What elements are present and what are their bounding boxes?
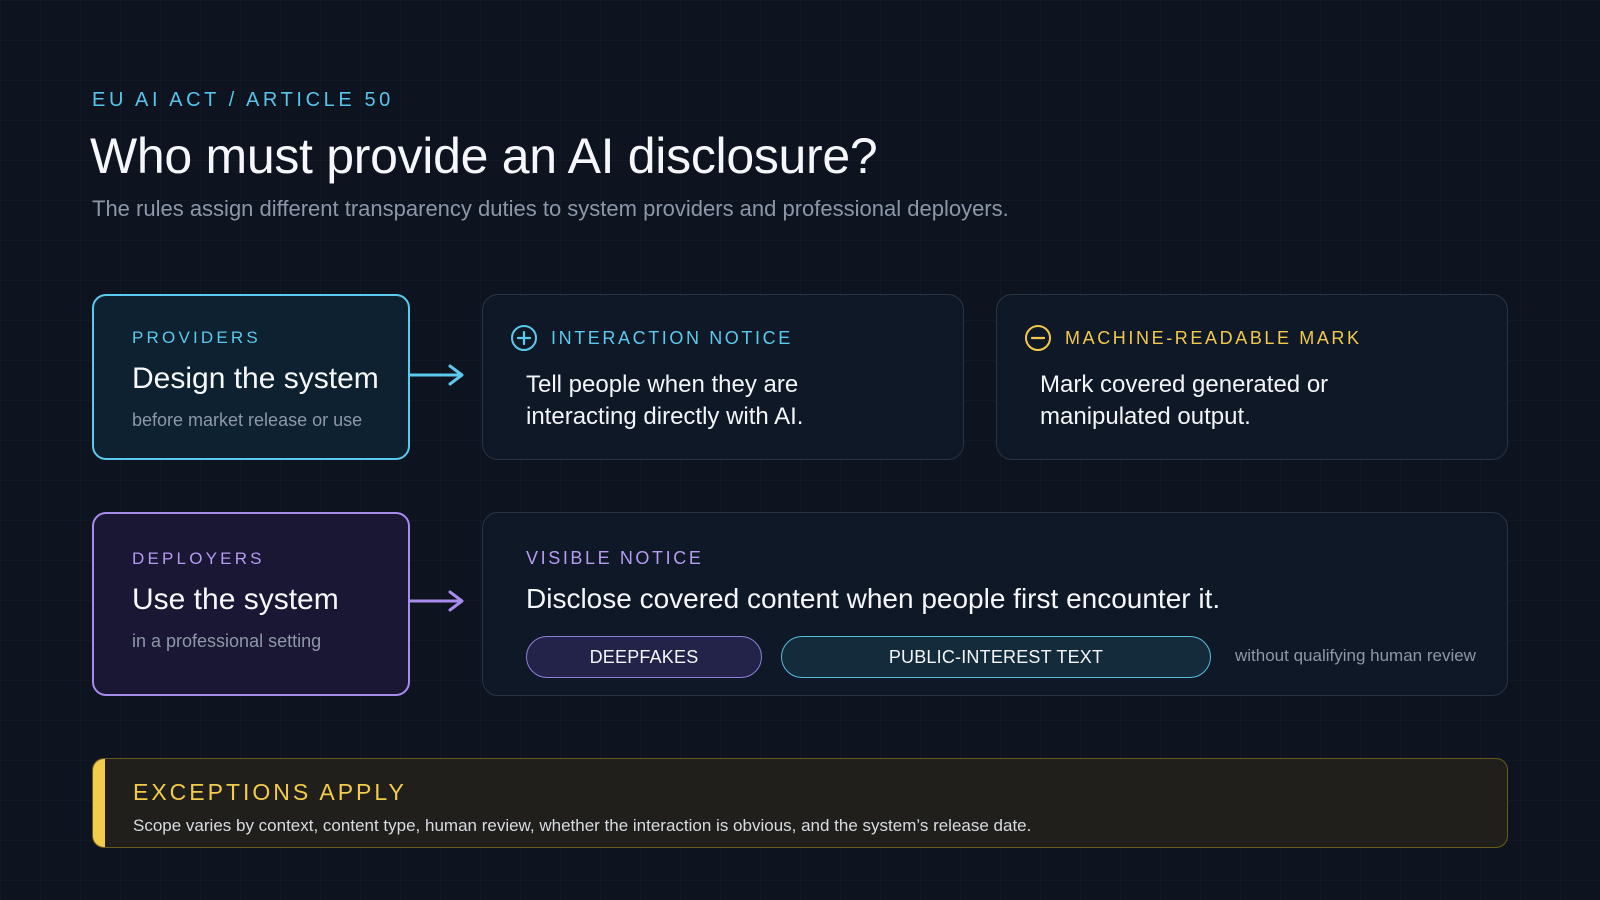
exceptions-body: Scope varies by context, content type, h… [133, 816, 1032, 835]
machine-readable-mark-card: MACHINE-READABLE MARK Mark covered gener… [996, 294, 1508, 460]
plus-circle-icon [511, 325, 537, 351]
deployers-heading: Use the system [132, 583, 339, 616]
page-subtitle: The rules assign different transparency … [92, 196, 1009, 221]
visible-notice-body: Disclose covered content when people fir… [526, 583, 1221, 614]
providers-card: PROVIDERS Design the system before marke… [92, 294, 410, 460]
interaction-notice-card: INTERACTION NOTICE Tell people when they… [482, 294, 964, 460]
exceptions-title: EXCEPTIONS APPLY [133, 779, 407, 805]
visible-notice-card: VISIBLE NOTICE Disclose covered content … [482, 512, 1508, 696]
deployers-kicker: DEPLOYERS [132, 549, 265, 568]
deepfakes-tag: DEEPFAKES [526, 636, 762, 678]
interaction-notice-header: INTERACTION NOTICE [511, 325, 793, 351]
public-interest-text-tag: PUBLIC-INTEREST TEXT [781, 636, 1211, 678]
minus-circle-icon [1025, 325, 1051, 351]
deployers-subtext: in a professional setting [132, 631, 322, 651]
machine-readable-mark-kicker: MACHINE-READABLE MARK [1065, 327, 1362, 348]
interaction-notice-body: Tell people when they are interacting di… [526, 371, 804, 430]
machine-readable-mark-header: MACHINE-READABLE MARK [1025, 325, 1362, 351]
providers-kicker: PROVIDERS [132, 328, 261, 347]
exceptions-banner: EXCEPTIONS APPLY Scope varies by context… [92, 758, 1508, 848]
exceptions-accent-bar [93, 759, 105, 847]
eyebrow-label: EU AI ACT / ARTICLE 50 [92, 89, 394, 111]
machine-readable-mark-body: Mark covered generated or manipulated ou… [1040, 371, 1329, 430]
human-review-note: without qualifying human review [1235, 646, 1476, 665]
interaction-notice-kicker: INTERACTION NOTICE [551, 327, 793, 348]
deployers-arrow-icon [410, 590, 464, 612]
deployers-card: DEPLOYERS Use the system in a profession… [92, 512, 410, 696]
providers-subtext: before market release or use [132, 410, 363, 430]
page-title: Who must provide an AI disclosure? [90, 128, 878, 184]
providers-heading: Design the system [132, 362, 379, 395]
providers-arrow-icon [410, 364, 464, 386]
visible-notice-kicker: VISIBLE NOTICE [526, 548, 704, 568]
